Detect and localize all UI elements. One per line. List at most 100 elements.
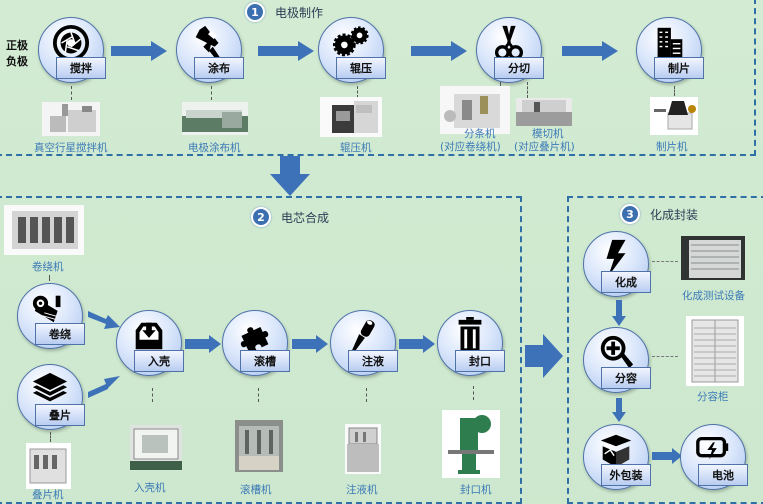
machine-caption: 电极涂布机 [188,142,241,154]
connector-line [258,388,259,402]
step-casing: 入壳 [116,310,184,376]
injection-machine-photo [345,424,381,474]
step-stacking: 叠片 [17,364,85,430]
machine-caption: 叠片机 [32,489,64,501]
section-electrode-title: 1 电极制作 [245,2,323,22]
lightning-icon [606,239,626,276]
machine-caption: 滚槽机 [240,484,272,496]
flow-arrow [562,41,618,61]
step-coating: 涂布 [176,17,244,83]
machine-caption: 分条机 [464,128,496,140]
gears-icon [332,26,369,57]
connector-line [49,275,50,281]
positive-electrode-label: 正极 [6,39,28,52]
flow-arrow-down [612,398,626,422]
step-grooving: 滚槽 [222,310,290,376]
electrode-polarity-label: 正极 负极 [6,38,28,70]
winding-machine-photo [4,205,84,255]
step-winding: 卷绕 [17,283,85,349]
step-grading: 分容 [583,327,651,393]
step-label: 滚槽 [240,350,290,372]
sheet-machine-photo [650,97,698,135]
connector-line [473,386,474,400]
stacking-machine-photo [26,443,71,489]
flow-arrow [258,41,314,61]
sealing-machine-photo [442,410,500,478]
step-label: 辊压 [336,57,386,79]
step-battery: 电池 [680,424,748,490]
magnifier-plus-icon [600,335,634,369]
machine-caption: 真空行星搅拌机 [34,142,108,154]
section-number-badge: 1 [245,2,265,22]
machine-caption: 封口机 [460,484,492,496]
machine-caption: 入壳机 [134,482,166,494]
step-label: 外包装 [601,464,651,486]
section-title-text: 化成封装 [650,207,699,222]
step-label: 分切 [494,57,544,79]
flow-arrow [399,335,435,353]
step-label: 搅拌 [56,57,106,79]
formation-test-equipment-photo [681,236,745,280]
section-title-text: 电极制作 [275,5,324,20]
step-formation: 化成 [583,231,651,297]
step-sheet-making: 制片 [636,17,704,83]
machine-caption: 辊压机 [340,142,372,154]
connector-line [652,356,678,357]
step-slitting: 分切 [476,17,544,83]
puzzle-icon [240,326,269,354]
step-packaging: 外包装 [583,424,651,490]
flow-arrow-down [270,156,310,196]
step-label: 注液 [348,350,398,372]
flow-arrow-down [612,300,626,326]
step-label: 涂布 [194,57,244,79]
step-sealing: 封口 [437,310,505,376]
machine-caption: 卷绕机 [32,261,64,273]
step-rolling: 辊压 [318,17,386,83]
grading-cabinet-photo [686,316,744,386]
dropper-icon [351,320,375,354]
machine-caption: 注液机 [346,484,378,496]
open-box-icon [600,434,632,468]
die-cutting-machine-photo [516,98,572,126]
machine-caption-note: (对应卷绕机) [440,141,501,153]
grooving-machine-photo [235,420,283,472]
machine-caption: 制片机 [656,141,688,153]
vacuum-mixer-photo [42,102,100,136]
trash-can-icon [458,317,482,352]
step-label: 化成 [601,271,651,293]
connector-line [652,261,678,262]
connector-line [211,86,212,100]
rolling-press-photo [320,97,382,137]
step-label: 分容 [601,367,651,389]
connector-line [71,86,72,100]
machine-caption: 分容柜 [697,391,729,403]
step-injection: 注液 [330,310,398,376]
connector-line [674,86,675,96]
step-label: 电池 [698,464,748,486]
machine-caption-note: (对应叠片机) [514,141,575,153]
step-label: 制片 [654,57,704,79]
connector-line [527,82,528,98]
connector-line [366,388,367,402]
flow-arrow [411,41,467,61]
inbox-icon [135,322,163,350]
connector-line [50,432,51,442]
flow-arrow [292,335,328,353]
connector-line [152,388,153,402]
step-label: 叠片 [35,404,85,426]
section-electrode-border [0,0,756,156]
section-formation-title: 3 化成封装 [620,204,698,224]
flow-arrow [88,372,122,398]
flow-arrow-right [525,334,563,378]
building-icon [657,27,683,59]
flow-arrow [185,335,221,353]
section-cell-title: 2 电芯合成 [251,207,329,227]
section-number-badge: 2 [251,207,271,227]
connector-line [357,86,358,98]
machine-caption: 模切机 [532,128,564,140]
section-number-badge: 3 [620,204,640,224]
battery-icon [696,436,729,460]
step-label: 卷绕 [35,323,85,345]
step-label: 封口 [455,350,505,372]
